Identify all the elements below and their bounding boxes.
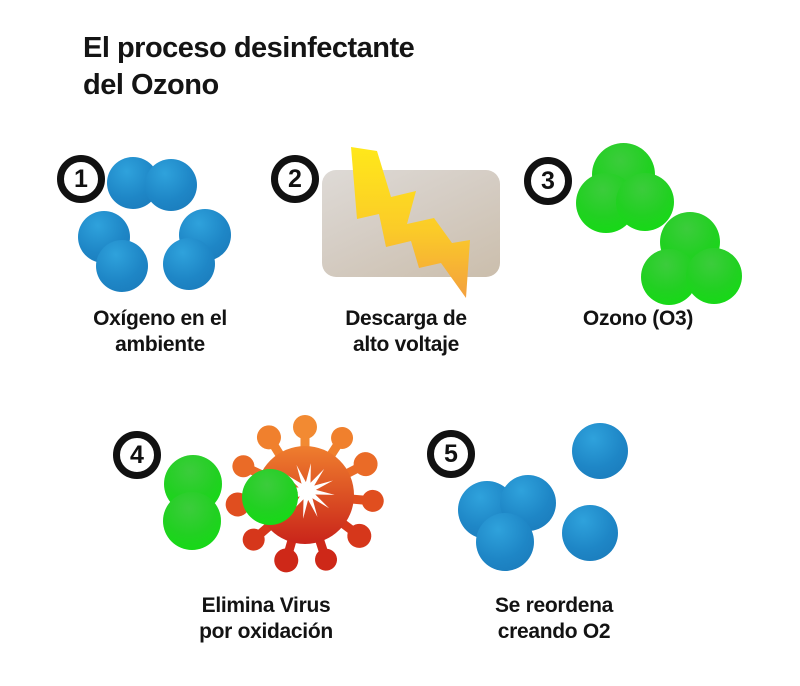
o2-atom-icon [163,238,215,290]
step-5-number: 5 [444,439,458,468]
step-1-label-line-2: ambiente [115,333,205,356]
step-1-label: Oxígeno en el ambiente [50,306,270,358]
o2-atom-icon [96,240,148,292]
step-4-number: 4 [130,440,144,469]
o3-atom-on-virus-icon [242,469,298,525]
o2-atom-icon [562,505,618,561]
step-2-label-line-1: Descarga de [345,307,467,330]
step-4-label-line-2: por oxidación [199,620,333,643]
step-5-label-line-2: creando O2 [497,620,611,643]
step-1-number-badge: 1 [57,155,105,203]
step-2-number: 2 [288,164,302,193]
step-5-number-badge: 5 [427,430,475,478]
title-line-1: El proceso desinfectante [83,32,415,64]
step-1-number: 1 [74,164,88,193]
step-4-number-badge: 4 [113,431,161,479]
o2-atom-icon [145,159,197,211]
starburst-icon [279,463,335,519]
o2-atom-icon [572,423,628,479]
step-3-label: Ozono (O3) [528,306,748,332]
title-line-2: del Ozono [83,69,219,101]
o3-atom-icon [163,492,221,550]
step-3-number-badge: 3 [524,157,572,205]
step-3-label-line-1: Ozono (O3) [582,307,694,330]
step-1-label-line-1: Oxígeno en el [93,307,227,330]
step-5-label-line-1: Se reordena [494,594,614,617]
step-4-label: Elimina Virus por oxidación [146,593,386,645]
step-2-label-line-2: alto voltaje [352,333,460,356]
lightning-bolt-icon [351,147,470,298]
step-2-number-badge: 2 [271,155,319,203]
step-5-label: Se reordena creando O2 [434,593,674,645]
o3-atom-icon [686,248,742,304]
page-title: El proceso desinfectante del Ozono [83,30,415,104]
step-3-number: 3 [541,166,555,195]
step-2-label: Descarga de alto voltaje [296,306,516,358]
o2-atom-icon [476,513,534,571]
o3-atom-icon [616,173,674,231]
step-4-label-line-1: Elimina Virus [201,594,331,617]
